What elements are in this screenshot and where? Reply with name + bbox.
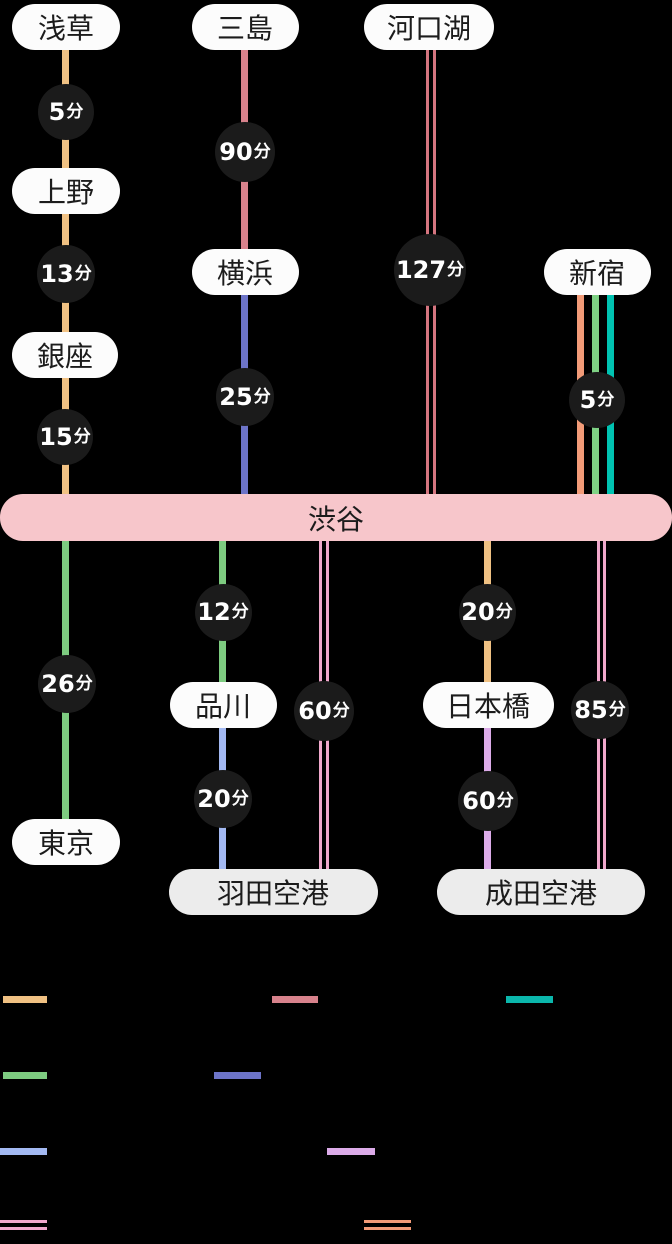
station-pill-shinjuku: 新宿 xyxy=(543,249,651,295)
legend-swatch-double-pink xyxy=(0,1220,47,1230)
duration-number: 20 xyxy=(197,785,231,813)
station-label: 浅草 xyxy=(37,12,94,45)
legend-swatch-teal xyxy=(506,996,553,1003)
duration-unit: 分 xyxy=(253,386,271,407)
station-pill-yokohama: 横浜 xyxy=(191,249,299,295)
station-label: 横浜 xyxy=(216,257,273,290)
duration-number: 60 xyxy=(298,697,332,725)
legend-swatch-violet xyxy=(327,1148,375,1155)
duration-unit: 分 xyxy=(75,673,93,694)
station-pill-kawaguchiko: 河口湖 xyxy=(364,4,494,50)
station-pill-narita-airport: 成田空港 xyxy=(437,869,645,915)
hub-station-label: 渋谷 xyxy=(307,502,364,536)
duration-unit: 分 xyxy=(597,389,615,410)
hub-station-bar: 渋谷 xyxy=(0,494,672,541)
legend-swatch-indigo xyxy=(214,1072,261,1079)
duration-unit: 分 xyxy=(253,141,271,162)
duration-unit: 分 xyxy=(231,788,249,809)
station-label: 東京 xyxy=(37,827,94,860)
station-pill-haneda-airport: 羽田空港 xyxy=(168,869,378,915)
duration-unit: 分 xyxy=(495,601,513,622)
legend-swatch-double-salmon xyxy=(364,1220,411,1230)
duration-number: 25 xyxy=(219,383,253,411)
station-label: 銀座 xyxy=(36,340,93,373)
station-pill-nihombashi: 日本橋 xyxy=(422,682,554,728)
duration-number: 127 xyxy=(395,256,447,284)
duration-unit: 分 xyxy=(608,699,626,720)
station-pill-shinagawa: 品川 xyxy=(169,682,277,728)
station-label: 羽田空港 xyxy=(216,877,329,910)
station-label: 上野 xyxy=(37,176,94,209)
station-label: 河口湖 xyxy=(386,12,471,45)
legend-swatch-green xyxy=(3,1072,47,1079)
station-pill-mishima: 三島 xyxy=(191,4,299,50)
duration-unit: 分 xyxy=(332,700,350,721)
station-label: 日本橋 xyxy=(445,690,530,723)
legend-swatch-light-blue xyxy=(0,1148,47,1155)
station-label: 品川 xyxy=(194,690,251,723)
duration-unit: 分 xyxy=(447,259,465,280)
legend-swatch-orange xyxy=(3,996,47,1003)
duration-number: 60 xyxy=(462,787,496,815)
station-pill-asakusa: 浅草 xyxy=(12,4,120,50)
station-pill-ueno: 上野 xyxy=(12,168,120,214)
duration-number: 26 xyxy=(41,670,75,698)
duration-unit: 分 xyxy=(66,101,84,122)
duration-number: 15 xyxy=(39,423,73,451)
duration-unit: 分 xyxy=(231,601,249,622)
duration-number: 90 xyxy=(219,138,253,166)
duration-number: 13 xyxy=(40,260,74,288)
legend-swatch-red xyxy=(272,996,318,1003)
duration-unit: 分 xyxy=(74,263,92,284)
duration-number: 20 xyxy=(461,598,495,626)
duration-unit: 分 xyxy=(496,790,514,811)
duration-number: 85 xyxy=(574,696,608,724)
duration-number: 5 xyxy=(48,98,66,126)
station-pill-ginza: 銀座 xyxy=(12,332,118,378)
station-label: 三島 xyxy=(216,12,273,45)
duration-number: 5 xyxy=(579,386,597,414)
duration-number: 12 xyxy=(197,598,231,626)
station-label: 成田空港 xyxy=(484,877,597,910)
station-label: 新宿 xyxy=(568,257,625,290)
duration-unit: 分 xyxy=(73,426,91,447)
station-pill-tokyo: 東京 xyxy=(12,819,120,865)
